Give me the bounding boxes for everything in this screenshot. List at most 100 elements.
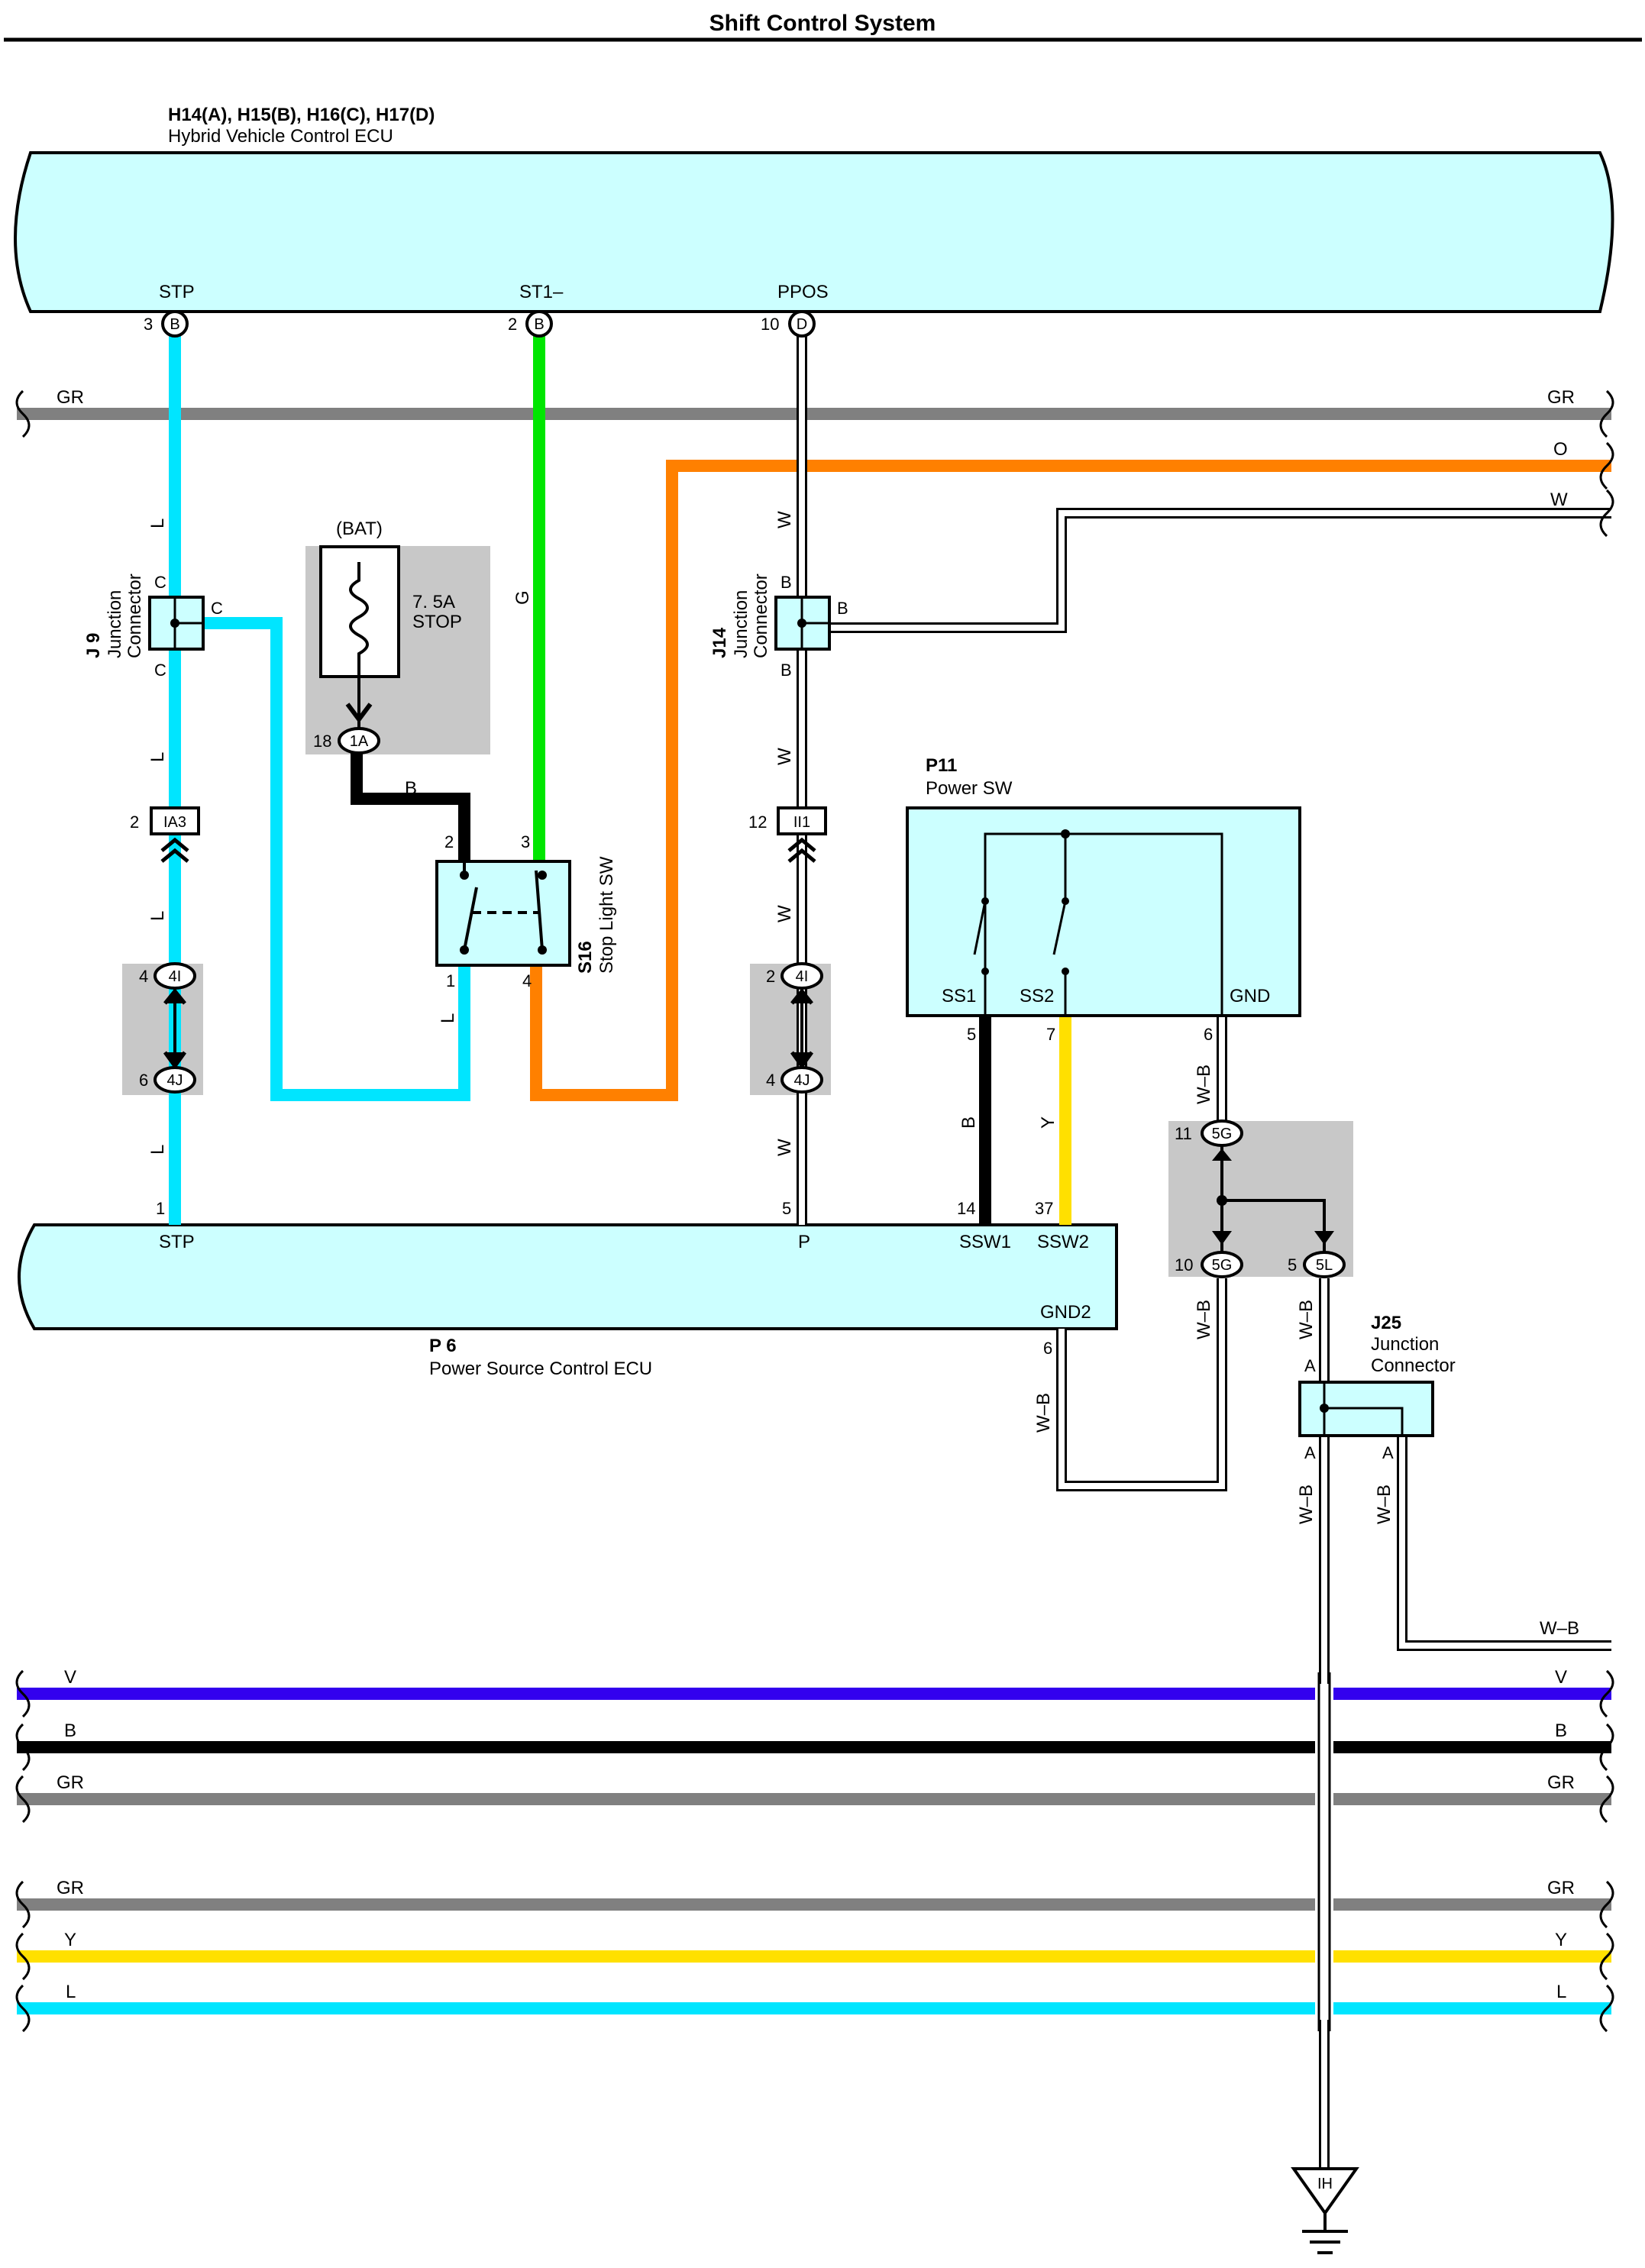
label-l3: L xyxy=(147,911,168,921)
wire-labels: GR GR O W L L L L L G B W W W W B Y W–B … xyxy=(57,387,1579,1639)
j9-name1: Junction xyxy=(105,590,125,658)
label-w4: W xyxy=(774,1139,795,1156)
j14-top-pin: B xyxy=(780,573,792,592)
splice-mid-top-num: 2 xyxy=(766,967,775,986)
j14-bottom-pin: B xyxy=(780,661,792,680)
hv-ecu: H14(A), H15(B), H16(C), H17(D) Hybrid Ve… xyxy=(14,105,1614,313)
ps-pin-ssw1-label: SSW1 xyxy=(959,1232,1011,1252)
junction-j14: B B B J14 Junction Connector xyxy=(709,573,848,680)
label-gr-right: GR xyxy=(1547,387,1575,408)
splice-right-bl-num: 10 xyxy=(1175,1255,1193,1275)
ps-ecu-code: P 6 xyxy=(429,1336,457,1356)
stop-sw-pin-1: 1 xyxy=(446,971,455,990)
hv-pin-ppos-conn: D xyxy=(797,316,807,333)
hv-ecu-name: Hybrid Vehicle Control ECU xyxy=(168,126,393,147)
wire-l-return xyxy=(205,617,470,1101)
hv-pin-st1-num: 2 xyxy=(508,315,517,334)
splice-left-bottom: 4J xyxy=(166,1072,183,1089)
ps-pin-p-num: 5 xyxy=(782,1199,791,1218)
label-b: B xyxy=(405,778,417,799)
bus-labels: V V B B GR GR GR GR Y Y L L xyxy=(57,1667,1575,2002)
stop-sw-pin-2: 2 xyxy=(444,832,454,851)
fuse-stop: (BAT) 7. 5A STOP 1A 18 xyxy=(313,519,462,754)
label-y-ssw2: Y xyxy=(1038,1116,1058,1129)
power-sw-name: Power SW xyxy=(926,778,1013,799)
fuse-icon xyxy=(349,562,369,677)
label-wb1: W–B xyxy=(1194,1065,1214,1104)
hv-ecu-code: H14(A), H15(B), H16(C), H17(D) xyxy=(168,105,435,125)
splice-right-top-num: 11 xyxy=(1175,1124,1192,1143)
label-wb5: W–B xyxy=(1296,1485,1317,1524)
splice-right-br-num: 5 xyxy=(1288,1255,1297,1275)
bus-0-right: V xyxy=(1555,1667,1567,1688)
ps-pin-gnd2-num: 6 xyxy=(1043,1339,1052,1358)
hv-pin-st1-label: ST1– xyxy=(519,282,564,302)
splice-left: 4I 4 4J 6 xyxy=(139,962,196,1094)
stop-sw-code: S16 xyxy=(575,941,596,974)
label-l2: L xyxy=(147,752,168,762)
ia3-num: 2 xyxy=(130,813,139,832)
j25-name2: Connector xyxy=(1371,1355,1456,1376)
power-sw-pin-7: 7 xyxy=(1046,1025,1055,1044)
j9-code: J 9 xyxy=(83,633,104,658)
stop-sw-name: Stop Light SW xyxy=(596,856,617,974)
splice-mid-top: 4I xyxy=(796,968,809,985)
label-wb6: W–B xyxy=(1374,1485,1395,1524)
stop-light-switch: 2 3 1 4 S16 Stop Light SW xyxy=(435,832,617,990)
ps-ecu: STP P SSW1 SSW2 GND2 P 6 Power Source Co… xyxy=(18,1199,1118,1379)
bus-1-left: B xyxy=(64,1720,76,1741)
power-sw-pin-5: 5 xyxy=(967,1025,976,1044)
ps-ecu-box xyxy=(18,1223,1118,1330)
hv-pin-ppos-num: 10 xyxy=(761,315,779,334)
j14-name2: Connector xyxy=(751,573,771,658)
wire-orange xyxy=(530,460,1611,1101)
label-gr-left: GR xyxy=(57,387,84,408)
splice-left-bottom-num: 6 xyxy=(139,1071,148,1090)
power-sw-gnd: GND xyxy=(1230,986,1270,1006)
j14-name1: Junction xyxy=(731,590,751,658)
bus-5-right: L xyxy=(1556,1982,1566,2002)
hv-pin-stp: B 3 xyxy=(144,310,189,338)
label-b-ssw1: B xyxy=(958,1116,979,1129)
bus-3-right: GR xyxy=(1547,1878,1575,1898)
label-wb4: W–B xyxy=(1033,1393,1054,1433)
power-sw-ss1: SS1 xyxy=(942,986,976,1006)
junction-j9: C C C J 9 Junction Connector xyxy=(83,573,223,680)
label-w1: W xyxy=(774,511,795,528)
j25-top-pin: A xyxy=(1304,1356,1316,1375)
splice-left-top-num: 4 xyxy=(139,967,148,986)
splice-mid: 4I 2 4J 4 xyxy=(766,962,823,1094)
power-sw-code: P11 xyxy=(926,755,957,776)
ps-ecu-name: Power Source Control ECU xyxy=(429,1359,652,1379)
bus-5-left: L xyxy=(66,1982,76,2002)
stop-sw-pin-4: 4 xyxy=(522,971,532,990)
j9-side-pin: C xyxy=(211,599,223,618)
bus-0-left: V xyxy=(64,1667,76,1688)
fuse-conn: 1A xyxy=(350,733,369,750)
ii1-label: II1 xyxy=(793,814,810,831)
connector-ii1: II1 12 xyxy=(748,806,827,863)
label-l4: L xyxy=(147,1145,168,1155)
label-l5: L xyxy=(438,1013,458,1023)
label-l1: L xyxy=(147,519,168,528)
label-wb3: W–B xyxy=(1296,1300,1317,1339)
j25-bottom-right-pin: A xyxy=(1382,1443,1394,1462)
hv-pin-st1: B 2 xyxy=(508,310,553,338)
stop-sw-pin-3: 3 xyxy=(521,832,530,851)
splice-right: 5G 11 5G 10 5L 5 xyxy=(1175,1119,1346,1278)
ps-pin-gnd2-label: GND2 xyxy=(1040,1302,1091,1323)
j14-code: J14 xyxy=(709,627,730,658)
ps-pin-p-label: P xyxy=(798,1232,810,1252)
ground-ih: IH xyxy=(1291,2167,1359,2254)
label-w2: W xyxy=(774,748,795,765)
label-g: G xyxy=(512,590,533,605)
label-w: W xyxy=(1550,489,1568,510)
power-sw-ss2: SS2 xyxy=(1020,986,1054,1006)
ps-pin-ssw1-num: 14 xyxy=(957,1199,975,1218)
bus-1-right: B xyxy=(1555,1720,1567,1741)
hv-pin-ppos-label: PPOS xyxy=(777,282,829,302)
ps-pin-ssw2-label: SSW2 xyxy=(1037,1232,1089,1252)
hv-pin-st1-conn: B xyxy=(534,316,544,333)
fuse-source: (BAT) xyxy=(336,519,383,539)
splice-left-top: 4I xyxy=(169,968,182,985)
